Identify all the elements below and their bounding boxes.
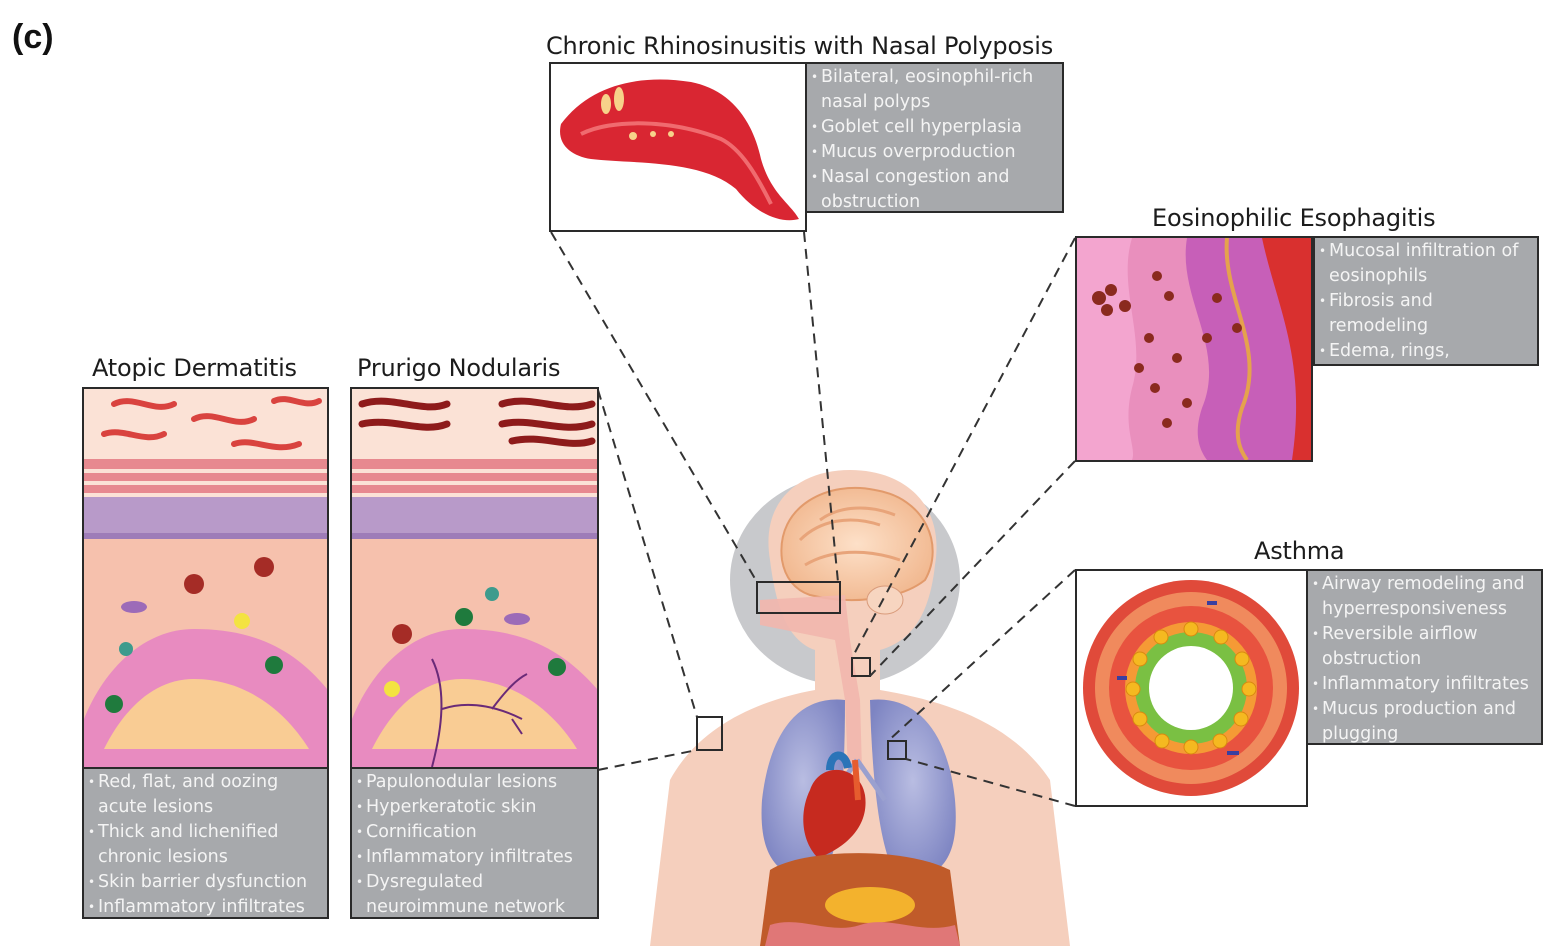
eoe-illustration <box>1075 236 1313 462</box>
note-item: Dysregulated neuroimmune network <box>356 870 595 919</box>
note-item: Cornification <box>356 820 595 845</box>
atopic-dermatitis-notes: Red, flat, and oozing acute lesions Thic… <box>82 767 329 919</box>
note-item: Red, flat, and oozing acute lesions <box>88 770 325 820</box>
note-item: Reversible airflow obstruction <box>1312 622 1539 672</box>
note-item: Inflammatory infiltrates <box>356 845 595 870</box>
polyp-icon <box>601 94 611 114</box>
atopic-dermatitis-illustration <box>82 387 329 769</box>
asthma-illustration <box>1075 569 1308 807</box>
asthma-title: Asthma <box>1254 537 1344 565</box>
note-item: Fibrosis and remodeling <box>1319 289 1535 339</box>
eosinophil-icon <box>254 557 274 577</box>
note-item: Airway remodeling and hyperresponsivenes… <box>1312 572 1539 622</box>
prurigo-nodularis-notes: Papulonodular lesions Hyperkeratotic ski… <box>350 767 599 919</box>
note-item: Papulonodular lesions <box>356 770 595 795</box>
prurigo-nodularis-illustration <box>350 387 599 769</box>
prurigo-nodularis-title: Prurigo Nodularis <box>357 354 560 382</box>
eoe-notes: Mucosal infiltration of eosinophils Fibr… <box>1313 236 1539 366</box>
note-item: Inflammatory infiltrates <box>1312 672 1539 697</box>
note-item: Nasal congestion and obstruction <box>811 165 1060 213</box>
note-item: Goblet cell hyperplasia <box>811 115 1060 140</box>
note-item: Edema, rings, exudates, furrows, strictu… <box>1319 339 1535 366</box>
note-item: Skin barrier dysfunction <box>88 870 325 895</box>
eosinophil-icon <box>184 574 204 594</box>
polyp-icon <box>614 87 624 111</box>
note-item: Bilateral, eosinophil-rich nasal polyps <box>811 65 1060 115</box>
crswnp-notes: Bilateral, eosinophil-rich nasal polyps … <box>805 62 1064 213</box>
crswnp-illustration <box>549 62 807 232</box>
abdominal-organs <box>760 853 960 946</box>
note-item: Hyperkeratotic skin <box>356 795 595 820</box>
crswnp-title: Chronic Rhinosinusitis with Nasal Polypo… <box>546 32 1053 60</box>
eosinophil-icon <box>392 624 412 644</box>
atopic-dermatitis-title: Atopic Dermatitis <box>92 354 297 382</box>
note-item: Mucus overproduction <box>811 140 1060 165</box>
note-item: Mucosal infiltration of eosinophils <box>1319 239 1535 289</box>
note-item: Inflammatory infiltrates <box>88 895 325 919</box>
note-item: Thick and lichenified chronic lesions <box>88 820 325 870</box>
asthma-notes: Airway remodeling and hyperresponsivenes… <box>1306 569 1543 745</box>
eoe-title: Eosinophilic Esophagitis <box>1152 204 1435 232</box>
note-item: Mucus production and plugging <box>1312 697 1539 745</box>
